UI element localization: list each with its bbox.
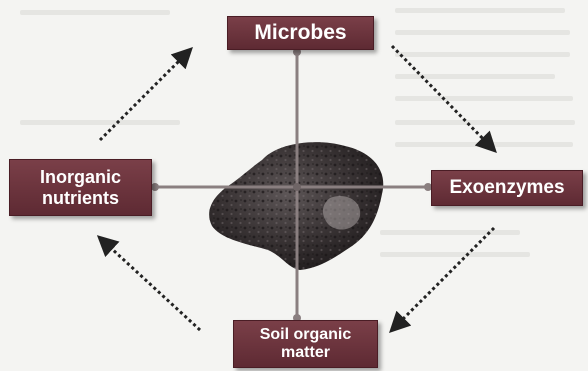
axis-center bbox=[293, 183, 301, 191]
axis-end-left bbox=[151, 183, 159, 191]
arrow-inorganic-to-microbes bbox=[100, 50, 190, 140]
node-inorganic-nutrients: Inorganic nutrients bbox=[9, 159, 152, 216]
node-microbes: Microbes bbox=[227, 16, 374, 50]
arrow-exoenzymes-to-som bbox=[392, 228, 494, 330]
node-exoenzymes: Exoenzymes bbox=[431, 170, 583, 206]
arrow-som-to-inorganic bbox=[100, 238, 200, 330]
arrow-microbes-to-exoenzymes bbox=[392, 46, 494, 150]
node-soil-organic-matter: Soil organic matter bbox=[233, 320, 378, 368]
